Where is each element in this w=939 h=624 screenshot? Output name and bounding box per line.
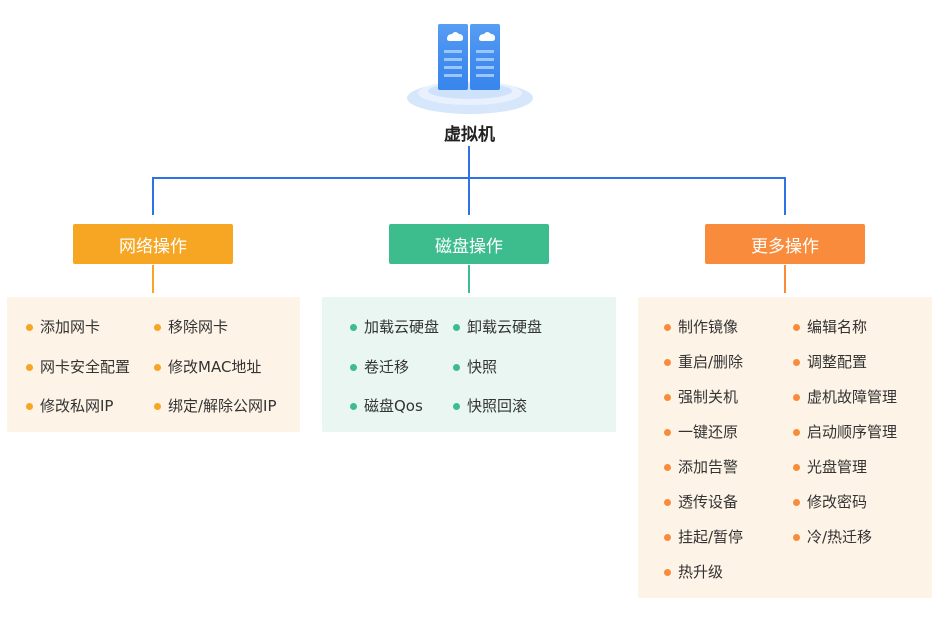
category-network: 网络操作 — [73, 224, 233, 264]
list-item-label: 加载云硬盘 — [364, 318, 440, 336]
list-item: 快照 — [453, 357, 498, 377]
bullet-dot — [154, 324, 161, 331]
list-item-label: 挂起/暂停 — [678, 528, 744, 546]
category-more-panel: 制作镜像 编辑名称 重启/删除 调整配置 强制关机 虚机故障管理 一键还原 启动… — [638, 297, 932, 598]
bullet-dot — [453, 324, 460, 331]
category-disk-label: 磁盘操作 — [435, 236, 503, 257]
list-item-label: 修改MAC地址 — [168, 358, 262, 376]
list-item-label: 编辑名称 — [807, 318, 868, 336]
bullet-dot — [154, 403, 161, 410]
list-item-label: 磁盘Qos — [364, 397, 423, 415]
connector-middle — [468, 177, 470, 215]
list-item-label: 透传设备 — [678, 493, 739, 511]
list-item: 修改私网IP — [26, 396, 114, 416]
server-icon — [400, 18, 540, 118]
bullet-dot — [664, 534, 671, 541]
list-item: 冷/热迁移 — [793, 527, 873, 547]
bullet-dot — [793, 324, 800, 331]
bullet-dot — [793, 534, 800, 541]
list-item-label: 强制关机 — [678, 388, 739, 406]
bullet-dot — [453, 403, 460, 410]
list-item: 磁盘Qos — [350, 396, 423, 416]
list-item: 调整配置 — [793, 352, 868, 372]
list-item: 光盘管理 — [793, 457, 868, 477]
connector-right — [784, 177, 786, 215]
list-item-label: 卸载云硬盘 — [467, 318, 543, 336]
bullet-dot — [350, 324, 357, 331]
bullet-dot — [664, 464, 671, 471]
list-item: 快照回滚 — [453, 396, 528, 416]
category-more-stub — [784, 265, 786, 293]
list-item: 热升级 — [664, 562, 724, 582]
bullet-dot — [664, 394, 671, 401]
list-item-label: 移除网卡 — [168, 318, 229, 336]
category-disk-panel: 加载云硬盘 卸载云硬盘 卷迁移 快照 磁盘Qos 快照回滚 — [322, 297, 616, 432]
list-item: 移除网卡 — [154, 317, 229, 337]
list-item: 加载云硬盘 — [350, 317, 440, 337]
list-item: 强制关机 — [664, 387, 739, 407]
list-item-label: 制作镜像 — [678, 318, 739, 336]
list-item-label: 冷/热迁移 — [807, 528, 873, 546]
bullet-dot — [793, 394, 800, 401]
list-item-label: 虚机故障管理 — [807, 388, 898, 406]
list-item-label: 快照回滚 — [467, 397, 528, 415]
list-item-label: 网卡安全配置 — [40, 358, 131, 376]
list-item: 卷迁移 — [350, 357, 410, 377]
list-item: 修改MAC地址 — [154, 357, 262, 377]
category-disk: 磁盘操作 — [389, 224, 549, 264]
bullet-dot — [350, 364, 357, 371]
bullet-dot — [793, 429, 800, 436]
list-item-label: 重启/删除 — [678, 353, 744, 371]
list-item: 透传设备 — [664, 492, 739, 512]
list-item: 重启/删除 — [664, 352, 744, 372]
list-item: 添加告警 — [664, 457, 739, 477]
bullet-dot — [26, 324, 33, 331]
list-item-label: 一键还原 — [678, 423, 739, 441]
bullet-dot — [793, 499, 800, 506]
connector-left — [152, 177, 154, 215]
bullet-dot — [350, 403, 357, 410]
bullet-dot — [26, 403, 33, 410]
list-item: 编辑名称 — [793, 317, 868, 337]
list-item-label: 热升级 — [678, 563, 724, 581]
bullet-dot — [664, 499, 671, 506]
bullet-dot — [664, 569, 671, 576]
list-item-label: 调整配置 — [807, 353, 868, 371]
bullet-dot — [453, 364, 460, 371]
list-item: 制作镜像 — [664, 317, 739, 337]
bullet-dot — [664, 359, 671, 366]
bullet-dot — [154, 364, 161, 371]
list-item: 绑定/解除公网IP — [154, 396, 277, 416]
category-network-label: 网络操作 — [119, 236, 187, 257]
list-item: 卸载云硬盘 — [453, 317, 543, 337]
list-item-label: 启动顺序管理 — [807, 423, 898, 441]
list-item-label: 卷迁移 — [364, 358, 410, 376]
bullet-dot — [664, 429, 671, 436]
list-item-label: 光盘管理 — [807, 458, 868, 476]
bullet-dot — [793, 359, 800, 366]
bullet-dot — [26, 364, 33, 371]
category-more: 更多操作 — [705, 224, 865, 264]
list-item: 虚机故障管理 — [793, 387, 898, 407]
category-disk-stub — [468, 265, 470, 293]
list-item: 挂起/暂停 — [664, 527, 744, 547]
connector-stem — [468, 146, 470, 179]
list-item: 网卡安全配置 — [26, 357, 131, 377]
bullet-dot — [793, 464, 800, 471]
list-item-label: 快照 — [467, 358, 498, 376]
category-more-label: 更多操作 — [751, 236, 819, 257]
list-item: 添加网卡 — [26, 317, 101, 337]
root-label: 虚拟机 — [444, 125, 495, 145]
list-item: 启动顺序管理 — [793, 422, 898, 442]
list-item-label: 绑定/解除公网IP — [168, 397, 277, 415]
category-network-panel: 添加网卡 移除网卡 网卡安全配置 修改MAC地址 修改私网IP 绑定/解除公网I… — [7, 297, 300, 432]
category-network-stub — [152, 265, 154, 293]
list-item: 修改密码 — [793, 492, 868, 512]
bullet-dot — [664, 324, 671, 331]
list-item-label: 添加告警 — [678, 458, 739, 476]
list-item: 一键还原 — [664, 422, 739, 442]
list-item-label: 修改私网IP — [40, 397, 114, 415]
list-item-label: 修改密码 — [807, 493, 868, 511]
list-item-label: 添加网卡 — [40, 318, 101, 336]
